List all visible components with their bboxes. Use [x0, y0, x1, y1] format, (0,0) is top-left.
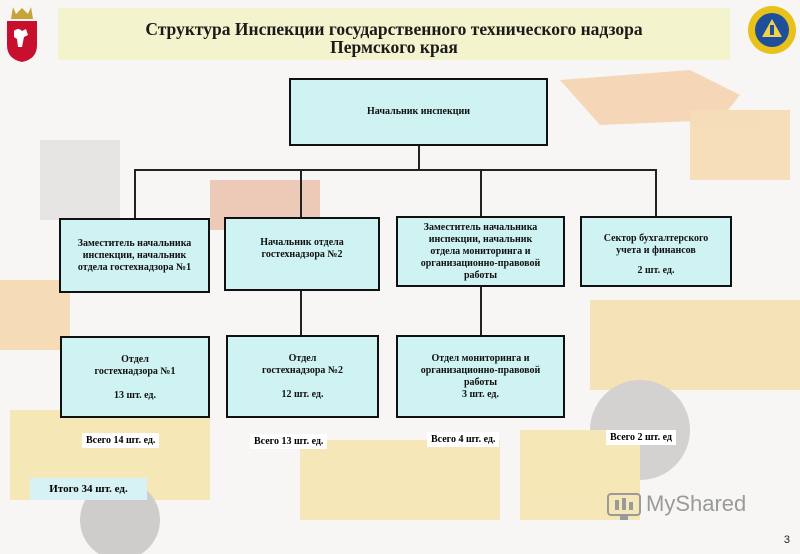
box-head-2-line: Начальник отдела: [260, 237, 344, 248]
box-dept-2-gap: [228, 377, 377, 389]
box-deputy-monitoring-line: организационно-правовой: [420, 258, 541, 269]
connector-dept2: [300, 290, 302, 336]
box-accounting: Сектор бухгалтерского учета и финансов 2…: [580, 216, 732, 287]
box-deputy-1-line: Заместитель начальника: [77, 237, 192, 249]
box-deputy-monitoring-line: Заместитель начальника: [423, 222, 538, 233]
box-dept-monitoring-count: 3 шт. ед.: [462, 389, 499, 400]
box-deputy-1: Заместитель начальника инспекции, началь…: [59, 218, 210, 293]
page-number: 3: [783, 534, 790, 546]
box-dept-1-line: гостехнадзора №1: [94, 366, 176, 377]
box-chief: Начальник инспекции: [289, 78, 548, 146]
watermark-text: MyShared: [646, 491, 747, 516]
total-col3: Всего 4 шт. ед.: [427, 432, 500, 447]
box-deputy-monitoring-line: работы: [463, 270, 498, 281]
box-dept-2: Отдел гостехнадзора №2 12 шт. ед.: [226, 335, 379, 418]
box-accounting-count: 2 шт. ед.: [637, 265, 675, 276]
total-col2: Всего 13 шт. ед.: [250, 434, 328, 449]
box-deputy-monitoring-line: инспекции, начальник: [428, 234, 533, 245]
connector-deptmon: [480, 286, 482, 336]
box-dept-monitoring-line: организационно-правовой: [420, 365, 541, 376]
total-col4: Всего 2 шт. ед: [606, 430, 676, 445]
connector-horizontal: [134, 169, 656, 171]
box-accounting-line: учета и финансов: [616, 245, 696, 256]
box-dept-monitoring-line: работы: [463, 377, 498, 388]
box-head-2: Начальник отдела гостехнадзора №2: [224, 217, 380, 291]
box-dept-2-count: 12 шт. ед.: [281, 389, 324, 400]
box-deputy-1-line: отдела гостехнадзора №1: [77, 261, 192, 273]
box-dept-1-line: Отдел: [121, 354, 149, 365]
box-head-2-line: гостехнадзора №2: [261, 249, 343, 260]
box-deputy-monitoring-line: отдела мониторинга и: [430, 246, 531, 257]
box-chief-label: Начальник инспекции: [367, 106, 470, 117]
box-dept-monitoring-line: Отдел мониторинга и: [431, 353, 530, 364]
title-line-2: Пермского края: [330, 37, 458, 57]
box-deputy-1-line: инспекции, начальник: [82, 249, 187, 261]
box-deputy-monitoring: Заместитель начальника инспекции, началь…: [396, 216, 565, 287]
box-dept-2-line: гостехнадзора №2: [262, 365, 343, 376]
total-col1: Всего 14 шт. ед.: [82, 433, 160, 448]
connector-chief-down: [418, 146, 420, 170]
connector-col1: [134, 169, 136, 219]
box-dept-1-gap: [62, 378, 208, 390]
connector-col2: [300, 169, 302, 218]
box-dept-monitoring: Отдел мониторинга и организационно-право…: [396, 335, 565, 418]
grand-total: Итого 34 шт. ед.: [30, 478, 147, 500]
box-dept-1: Отдел гостехнадзора №1 13 шт. ед.: [60, 336, 210, 418]
connector-col4: [655, 169, 657, 217]
page-title: Структура Инспекции государственного тех…: [58, 20, 730, 56]
perm-coat-of-arms-icon: [7, 7, 37, 62]
box-dept-2-line: Отдел: [288, 353, 317, 364]
connector-col3: [480, 169, 482, 217]
myshared-logo-icon: [607, 493, 641, 520]
title-band: [58, 8, 730, 60]
box-dept-1-count: 13 шт. ед.: [114, 390, 156, 401]
gostekhnadzor-emblem-icon: [748, 6, 796, 54]
title-line-1: Структура Инспекции государственного тех…: [145, 19, 643, 39]
box-accounting-line: Сектор бухгалтерского: [603, 233, 709, 244]
box-accounting-gap: [582, 257, 730, 265]
